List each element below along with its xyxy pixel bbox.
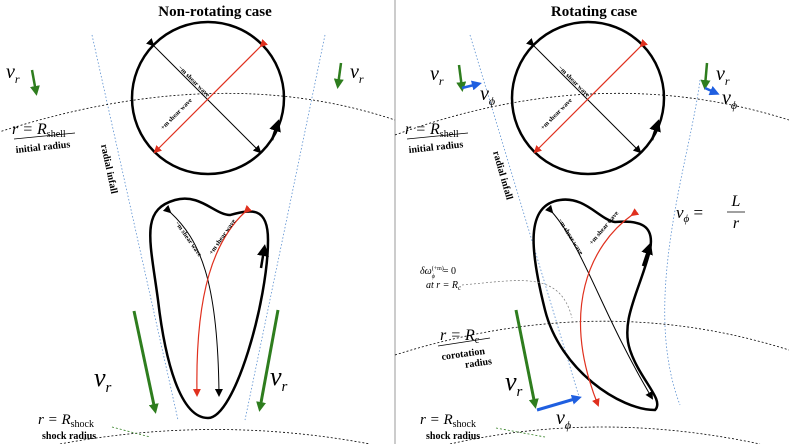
shock-radius-label-r: shock radius: [426, 431, 480, 442]
vr-arrow-bottom-r: [514, 309, 539, 409]
corotation-label: r = Rc: [440, 327, 480, 346]
corotation-pointer: [461, 280, 573, 319]
plus-m-wave-curve: [192, 204, 253, 397]
svg-text:at r = Rc: at r = Rc: [426, 280, 462, 292]
svg-text:L: L: [731, 193, 741, 210]
minus-m-wave-arrow: [145, 37, 262, 154]
minus-m-wave-curve-r: [545, 204, 654, 400]
minus-m-wave-label-r: −m shear wave: [557, 64, 591, 98]
vr-label-top-right-r: vr: [716, 63, 730, 88]
vr-label-top-left-r: vr: [430, 63, 444, 88]
circle-rotation-arrow-r: [649, 119, 661, 141]
shell-label: r = Rshell: [12, 121, 66, 140]
minus-m-wave-label-2: −m shear wave: [173, 220, 203, 258]
shock-arc: [59, 429, 371, 444]
shell-arc: [0, 92, 396, 133]
vphi-arrow-bottom: [536, 394, 582, 412]
svg-text:r: r: [733, 215, 740, 232]
infall-line-left: [91, 34, 179, 421]
plus-m-wave-label-r2: +m shear wave: [588, 210, 620, 246]
radial-infall-label: radial infall: [98, 143, 119, 195]
right-panel: Rotating case −m shear wave +m shear wav…: [394, 4, 789, 444]
plus-m-wave-label: +m shear wave: [159, 97, 193, 131]
left-panel: Non-rotating case −m shear wave +m shear…: [0, 4, 396, 444]
plus-m-wave-curve-r: [579, 208, 640, 407]
minus-m-wave-curve: [162, 204, 223, 397]
vphi-label-top-right: vϕ: [722, 87, 737, 112]
shock-label: r = Rshock: [38, 412, 94, 430]
plus-m-wave-arrow-r: [533, 38, 649, 154]
vr-label-bottom-right: vr: [270, 362, 288, 395]
teardrop-rotation-arrow: [257, 244, 269, 269]
shock-label-r: r = Rshock: [420, 412, 476, 430]
corotation-underline: [437, 337, 491, 347]
vr-arrow-top-left-r: [456, 64, 467, 92]
plus-m-wave-label-2: +m shear wave: [208, 218, 238, 256]
shock-label-pointer-r: [495, 427, 546, 438]
vphi-label-bottom: vϕ: [556, 407, 571, 432]
vphi-arrow-top-left: [461, 80, 482, 91]
perturbation-circle-r: [510, 20, 666, 176]
infall-line-right-r: [664, 79, 701, 406]
vr-arrow-bottom-left: [132, 310, 159, 414]
shock-radius-label: shock radius: [42, 431, 96, 442]
left-panel-title: Non-rotating case: [158, 4, 272, 20]
shock-arc-r: [449, 426, 761, 444]
vphi-arrow-top-right: [704, 85, 720, 96]
perturbation-circle: [130, 20, 286, 176]
plus-m-wave-arrow: [153, 38, 269, 154]
vr-arrow-bottom-right: [256, 309, 280, 412]
right-panel-title: Rotating case: [551, 4, 638, 20]
minus-m-wave-label: −m shear wave: [177, 64, 211, 98]
deformed-perturbation: [149, 197, 270, 420]
sheared-perturbation: [532, 198, 659, 412]
infall-line-left-r: [469, 34, 581, 401]
circle-rotation-arrow: [269, 119, 281, 141]
infall-line-right: [244, 34, 326, 421]
plus-m-wave-label-r: +m shear wave: [539, 97, 573, 131]
vphi-label-top-left: vϕ: [480, 83, 495, 108]
initial-radius-label: initial radius: [15, 139, 71, 156]
shell-label-r: r = Rshell: [405, 121, 459, 140]
radial-infall-label-r: radial infall: [490, 150, 514, 202]
vr-arrow-top-left: [30, 69, 40, 96]
angular-velocity-formula: vϕ = L r: [676, 193, 745, 232]
vr-arrow-top-right: [333, 62, 344, 89]
corotation-radius-label: corotationradius: [441, 345, 493, 374]
vr-label-bottom-left: vr: [94, 363, 112, 396]
shell-label-underline: [13, 132, 76, 140]
shell-arc-r: [394, 92, 789, 136]
minus-m-wave-label-r2: −m shear wave: [556, 217, 584, 256]
vr-label-top-left: vr: [6, 61, 20, 86]
svg-text:δω(+m)ϕ= 0: δω(+m)ϕ= 0: [420, 265, 456, 280]
shell-label-underline-r: [406, 132, 469, 140]
corotation-condition: δω(+m)ϕ= 0 at r = Rc: [420, 265, 462, 292]
shock-label-pointer: [111, 426, 151, 438]
vr-label-bottom-r: vr: [505, 367, 523, 400]
minus-m-wave-arrow-r: [525, 37, 642, 154]
svg-text:vϕ =: vϕ =: [676, 203, 703, 225]
initial-radius-label-r: initial radius: [408, 139, 464, 156]
vr-label-top-right: vr: [350, 61, 364, 86]
vr-arrow-top-right-r: [700, 62, 711, 90]
